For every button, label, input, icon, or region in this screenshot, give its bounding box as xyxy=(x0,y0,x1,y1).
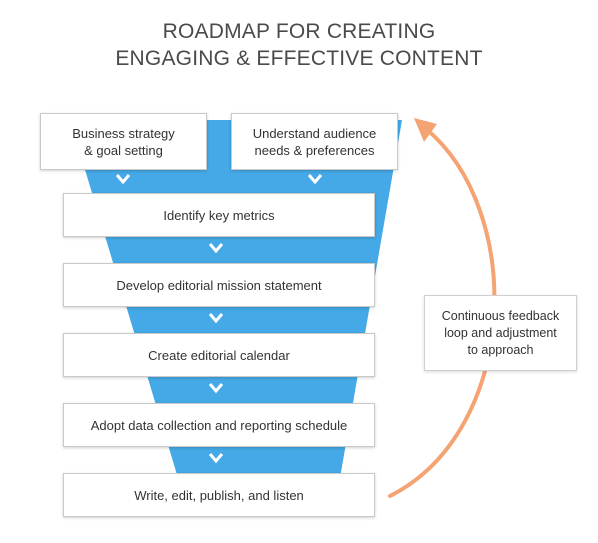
chevron-down-icon xyxy=(307,174,323,185)
page-title: ROADMAP FOR CREATING ENGAGING & EFFECTIV… xyxy=(0,18,598,72)
chevron-down-icon xyxy=(208,313,224,324)
feedback-arrowhead xyxy=(414,118,437,142)
chevron-down-icon xyxy=(208,243,224,254)
chevron-down-icon xyxy=(115,174,131,185)
audience-needs-box: Understand audience needs & preferences xyxy=(231,113,398,170)
chevron-down-icon xyxy=(208,453,224,464)
step-mission-statement: Develop editorial mission statement xyxy=(63,263,375,307)
chevron-down-icon xyxy=(208,383,224,394)
step-identify-metrics: Identify key metrics xyxy=(63,193,375,237)
title-line-2: ENGAGING & EFFECTIVE CONTENT xyxy=(115,47,483,70)
step-write-publish: Write, edit, publish, and listen xyxy=(63,473,375,517)
step-editorial-calendar: Create editorial calendar xyxy=(63,333,375,377)
step-data-collection: Adopt data collection and reporting sche… xyxy=(63,403,375,447)
feedback-loop-note: Continuous feedback loop and adjustment … xyxy=(424,295,577,371)
title-line-1: ROADMAP FOR CREATING xyxy=(162,20,436,43)
business-strategy-box: Business strategy & goal setting xyxy=(40,113,207,170)
